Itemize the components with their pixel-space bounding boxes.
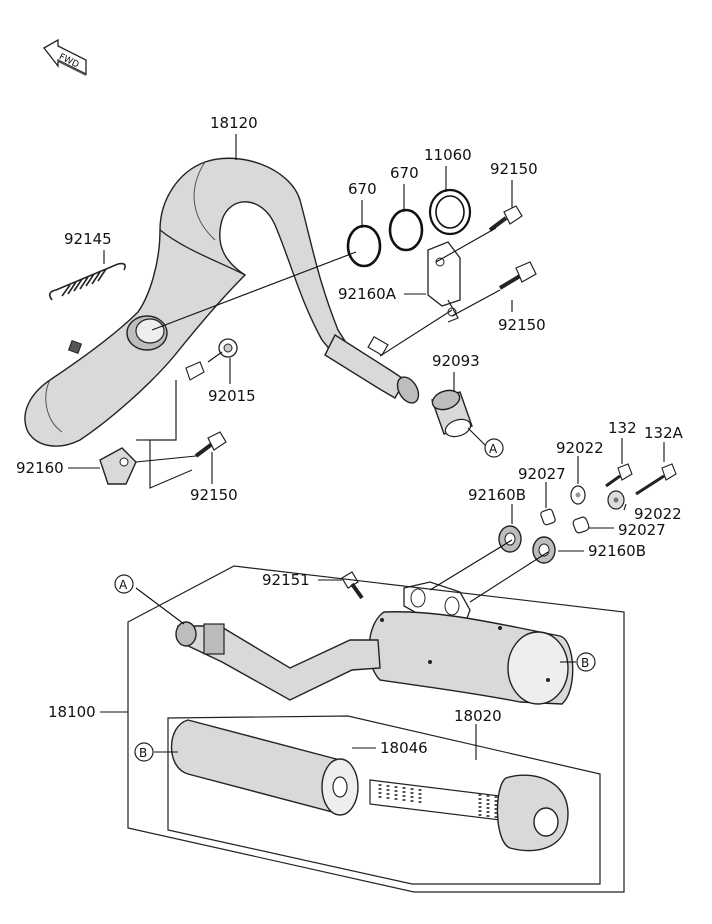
part-label-92022-lower: 92022	[634, 505, 682, 523]
callout-b-upper: B	[581, 656, 589, 670]
part-label-670-left: 670	[348, 180, 377, 198]
core-18020	[369, 774, 569, 852]
part-label-92150-upper: 92150	[490, 160, 538, 178]
group-outline-18020	[167, 715, 601, 885]
bolt-92150-upper	[488, 205, 523, 232]
part-label-92027-upper: 92027	[518, 465, 566, 483]
group-outline-18120	[149, 380, 193, 489]
o-ring-670-left	[346, 224, 382, 268]
washer-92022-right	[607, 490, 625, 510]
part-label-92093: 92093	[432, 352, 480, 370]
part-label-11060: 11060	[424, 146, 472, 164]
expansion-chamber-drawing	[24, 157, 420, 447]
bolt-92150-middle	[498, 261, 537, 290]
washer-92022-left	[570, 485, 586, 505]
bolt-92150-lower	[194, 431, 227, 458]
fwd-arrow-icon: FWD	[43, 38, 87, 76]
gasket-11060	[428, 188, 472, 236]
part-label-92027-lower: 92027	[618, 521, 666, 539]
part-label-132A: 132A	[644, 424, 684, 442]
callout-b-circle-lower	[134, 742, 154, 762]
part-label-132: 132	[608, 419, 637, 437]
callout-a-upper: A	[489, 442, 498, 456]
part-label-92151: 92151	[262, 571, 310, 589]
bracket-92160	[99, 447, 137, 485]
bolt-132A	[635, 463, 677, 496]
o-ring-670-right	[388, 208, 424, 252]
grommet-92160B-left	[498, 525, 522, 553]
part-label-92160B-lower: 92160B	[588, 542, 646, 560]
bolt-132	[605, 463, 633, 488]
callout-b-circle-upper	[576, 652, 596, 672]
part-label-92150-middle: 92150	[498, 316, 546, 334]
callout-a-circle-lower	[114, 574, 134, 594]
part-label-670-right: 670	[390, 164, 419, 182]
spring-92145-drawing	[48, 262, 126, 301]
outer-shell-18046	[170, 719, 359, 816]
part-label-92160A: 92160A	[338, 285, 397, 303]
grommet-92160B-right	[532, 536, 556, 564]
leader-lines	[68, 134, 665, 760]
part-label-92160: 92160	[16, 459, 64, 477]
collar-92027-upper	[540, 508, 556, 526]
sleeve-92093	[431, 389, 473, 438]
group-outline-18100	[127, 565, 625, 893]
bolt-92151	[341, 571, 364, 600]
nut-92015	[218, 338, 238, 358]
callout-a-lower: A	[119, 578, 128, 592]
part-label-18120: 18120	[210, 114, 258, 132]
part-label-18046: 18046	[380, 739, 428, 757]
part-label-92145: 92145	[64, 230, 112, 248]
silencer-drawing	[175, 581, 574, 705]
part-label-18100: 18100	[48, 703, 96, 721]
callout-b-lower: B	[139, 746, 147, 760]
part-label-92022-upper: 92022	[556, 439, 604, 457]
callout-a-circle-upper	[484, 438, 504, 458]
part-label-92015: 92015	[208, 387, 256, 405]
collar-92027-lower	[572, 516, 590, 534]
part-label-92150-lower: 92150	[190, 486, 238, 504]
part-label-92160B-upper: 92160B	[468, 486, 526, 504]
bracket-92160A	[427, 241, 461, 323]
part-label-18020: 18020	[454, 707, 502, 725]
